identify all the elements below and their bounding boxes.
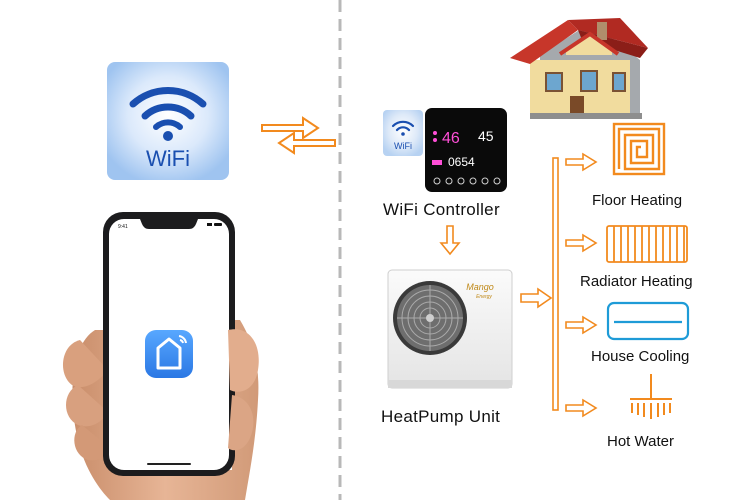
distribution-bus [552, 157, 559, 411]
branch-arrows [565, 152, 598, 418]
heatpump-brand-sub: Energy [476, 294, 492, 300]
smartphone-in-hand: 9:41 [62, 212, 259, 500]
controller-readout-bottom: 0654 [448, 155, 475, 169]
wifi-badge-text: WiFi [146, 146, 190, 171]
output-arrow [520, 287, 553, 309]
radiator-icon [606, 225, 688, 263]
controller-buttons [433, 177, 501, 185]
wifi-icon-dot [163, 131, 173, 141]
output-label-hot-water: Hot Water [607, 433, 674, 450]
bidirectional-arrows [261, 116, 336, 155]
controller-readout-left: 46 [442, 130, 460, 147]
air-conditioner-icon [606, 301, 690, 341]
controller-wifi-text: WiFi [394, 141, 412, 151]
phone-home-indicator [147, 463, 191, 465]
controller-wifi-badge: WiFi [383, 110, 423, 156]
down-arrow [439, 225, 461, 256]
wifi-icon [129, 87, 207, 130]
output-label-floor-heating: Floor Heating [592, 192, 683, 209]
house-icon [510, 18, 648, 119]
output-label-house-cooling: House Cooling [591, 348, 690, 365]
wifi-badge: WiFi [107, 62, 229, 180]
phone-notch [140, 219, 198, 229]
phone-time: 9:41 [118, 224, 128, 230]
floor-heating-coil-icon [612, 122, 666, 176]
controller-readout-right: 45 [478, 128, 494, 144]
smart-home-app-icon[interactable] [145, 330, 193, 378]
output-label-radiator-heating: Radiator Heating [580, 273, 693, 290]
shower-icon [630, 374, 672, 419]
wifi-controller-panel: 46 45 0654 [425, 108, 507, 192]
small-wifi-icon [391, 120, 415, 132]
heatpump-label: HeatPump Unit [381, 407, 501, 426]
controller-label: WiFi Controller [383, 200, 500, 219]
heatpump-brand: Mango [466, 282, 494, 292]
heatpump-unit: Mango Energy [387, 269, 513, 389]
